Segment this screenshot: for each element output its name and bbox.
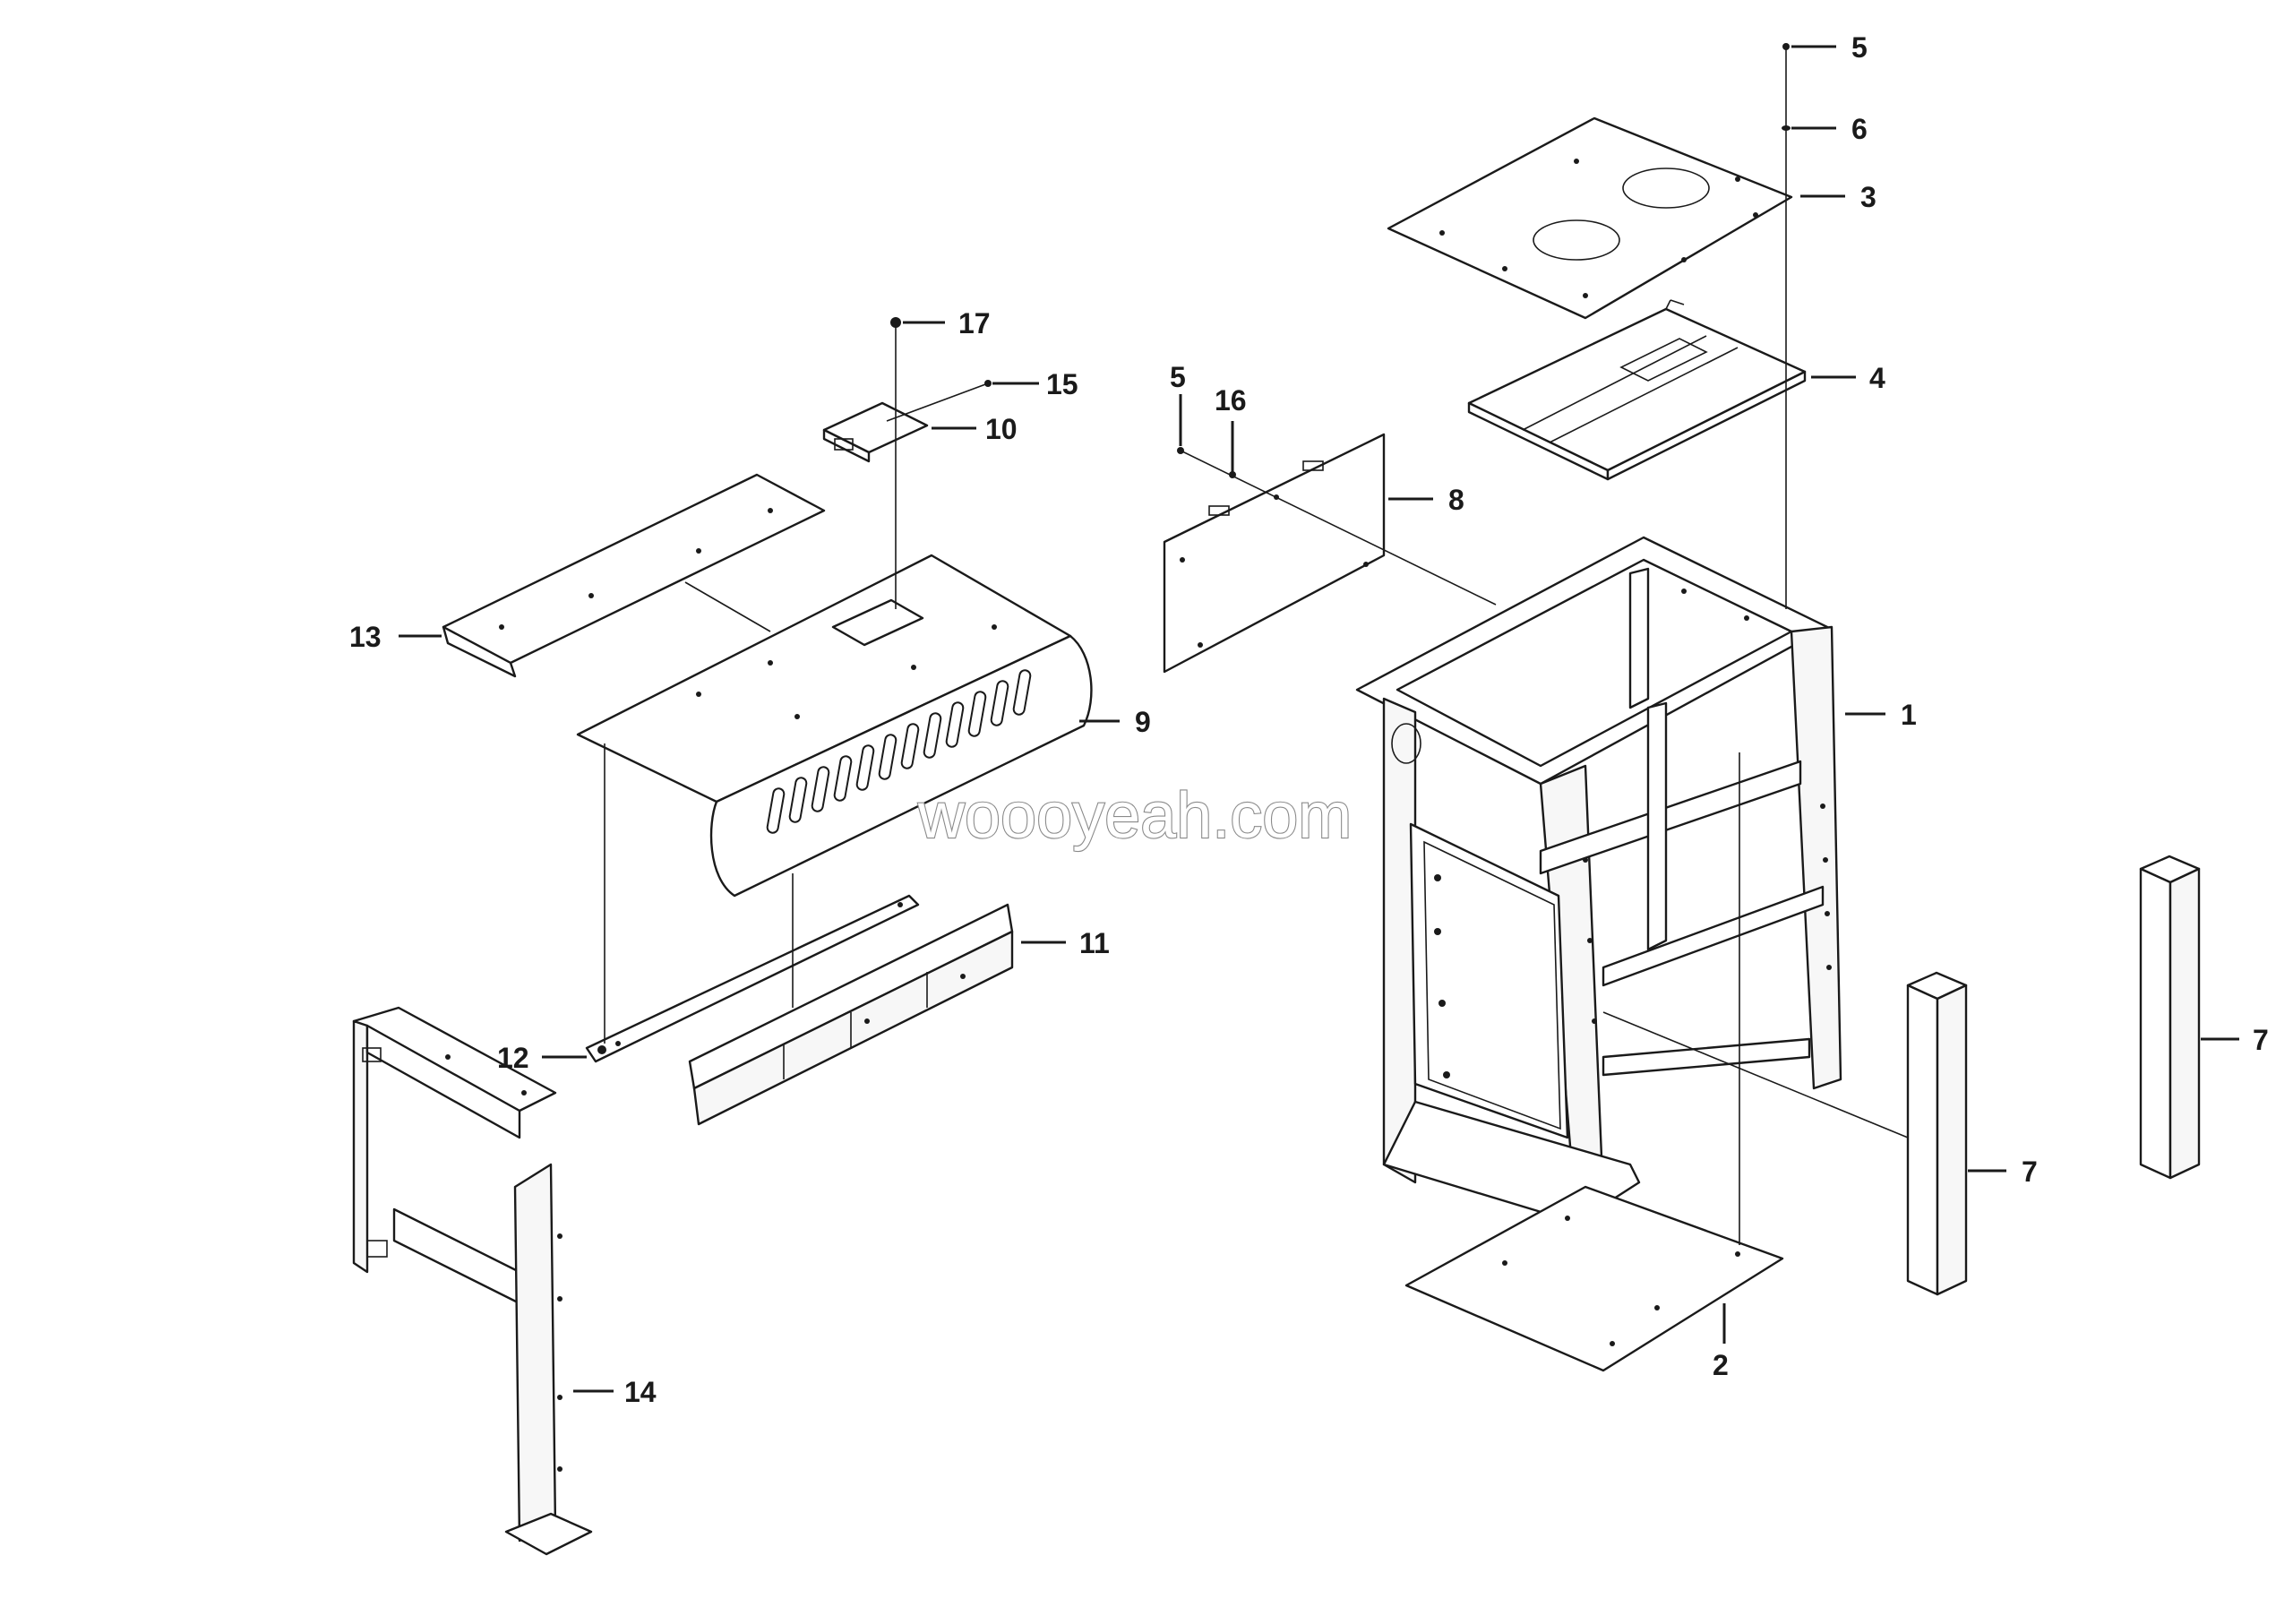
part-hood (576, 554, 1093, 898)
callout-label: 7 (2253, 1024, 2269, 1056)
callout-label: 9 (1135, 706, 1151, 738)
callout-1: 1 (1845, 699, 1917, 731)
callout-label: 12 (497, 1042, 529, 1074)
part-strip (585, 894, 920, 1063)
callout-label: 17 (958, 307, 991, 339)
callout-16: 16 (1215, 384, 1247, 473)
part-rail-box (688, 903, 1014, 1126)
callout-5-panel: 5 (1170, 361, 1186, 446)
callout-label: 16 (1215, 384, 1247, 417)
part-side-panel (1163, 433, 1386, 674)
callout-10: 10 (932, 413, 1018, 445)
callout-8: 8 (1388, 484, 1464, 516)
callout-label: 2 (1713, 1349, 1729, 1381)
part-post-right (2139, 855, 2201, 1180)
callout-label: 7 (2022, 1156, 2038, 1188)
callout-6: 6 (1791, 113, 1868, 145)
callout-label: 4 (1869, 362, 1885, 394)
part-stand-frame (352, 1006, 593, 1556)
callout-12: 12 (497, 1042, 587, 1074)
hood-vent-slots (766, 669, 1032, 834)
callout-label: 10 (985, 413, 1018, 445)
part-main-frame (1355, 536, 1842, 1224)
callout-15: 15 (992, 368, 1078, 400)
part-top-bracket (442, 473, 826, 678)
callout-label: 1 (1901, 699, 1917, 731)
callout-7-left-post: 7 (1968, 1156, 2038, 1188)
part-bottom-plate (1404, 1185, 1784, 1372)
callout-14: 14 (573, 1376, 657, 1408)
callout-label: 13 (349, 621, 382, 653)
callout-17: 17 (903, 307, 991, 339)
callout-5-top: 5 (1791, 31, 1868, 64)
callout-label: 5 (1851, 31, 1868, 64)
callout-2: 2 (1713, 1303, 1729, 1381)
assembly-guide-lines (604, 47, 1909, 1245)
callout-label: 5 (1170, 361, 1186, 393)
callout-label: 6 (1851, 113, 1868, 145)
callout-3: 3 (1800, 181, 1876, 213)
callout-4: 4 (1811, 362, 1885, 394)
callout-13: 13 (349, 621, 442, 653)
callout-7-right-post: 7 (2201, 1024, 2269, 1056)
callout-label: 14 (624, 1376, 657, 1408)
part-top-cover-plate (1387, 116, 1793, 320)
callout-label: 8 (1448, 484, 1464, 516)
callout-9: 9 (1079, 706, 1151, 738)
callout-label: 11 (1079, 927, 1110, 959)
callout-label: 15 (1046, 368, 1078, 400)
watermark: woooyeah.com (917, 780, 1352, 852)
callout-label: 3 (1860, 181, 1876, 213)
callout-11: 11 (1021, 927, 1110, 959)
part-frame-tray (1467, 299, 1807, 481)
part-post-left (1906, 971, 1968, 1296)
